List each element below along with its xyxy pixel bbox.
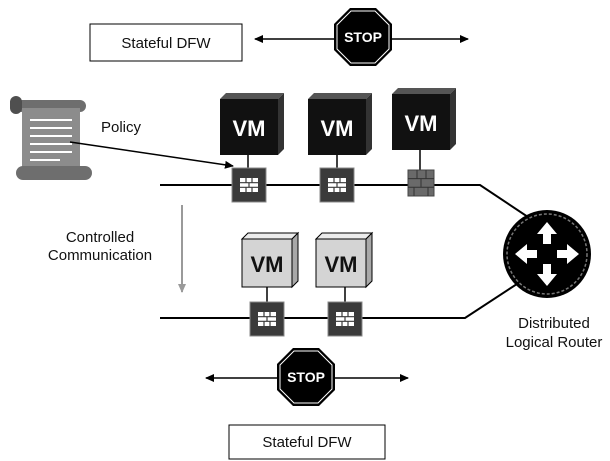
stop-sign-top-icon: STOP — [334, 8, 392, 66]
stop-sign-bottom-icon: STOP — [277, 348, 335, 406]
bottom-vm-1-label: VM — [251, 252, 284, 277]
top-vm-3-label: VM — [405, 111, 438, 136]
top-vm-2: VM — [308, 93, 372, 155]
bottom-vm-1: VM — [240, 231, 300, 289]
policy-label: Policy — [101, 119, 142, 136]
bottom-vm-2: VM — [314, 231, 374, 289]
bottom-dfw-box: Stateful DFW — [228, 424, 386, 460]
firewall-icon-bottom-1 — [249, 301, 285, 337]
bottom-vm-2-label: VM — [325, 252, 358, 277]
router-icon — [503, 210, 591, 298]
firewall-wall-icon — [407, 169, 435, 197]
router-label-line1: Distributed — [518, 315, 590, 332]
policy-arrow — [69, 141, 234, 169]
router-label-line2: Logical Router — [506, 334, 603, 351]
firewall-icon-bottom-2 — [327, 301, 363, 337]
stop-top-label: STOP — [344, 29, 382, 45]
top-dfw-label: Stateful DFW — [121, 35, 211, 52]
firewall-icon-top-1 — [231, 167, 267, 203]
top-vm-2-label: VM — [321, 116, 354, 141]
firewall-icon-top-2 — [319, 167, 355, 203]
policy-scroll-icon — [10, 96, 92, 180]
top-dfw-box: Stateful DFW — [89, 23, 243, 62]
top-vm-1-label: VM — [233, 116, 266, 141]
stop-bottom-label: STOP — [287, 369, 325, 385]
controlled-label-line1: Controlled — [66, 229, 134, 246]
top-vm-1: VM — [220, 93, 284, 155]
controlled-label-line2: Communication — [48, 247, 152, 264]
top-vm-3: VM — [392, 88, 456, 150]
top-network-line — [160, 184, 541, 226]
bottom-dfw-label: Stateful DFW — [262, 434, 352, 451]
